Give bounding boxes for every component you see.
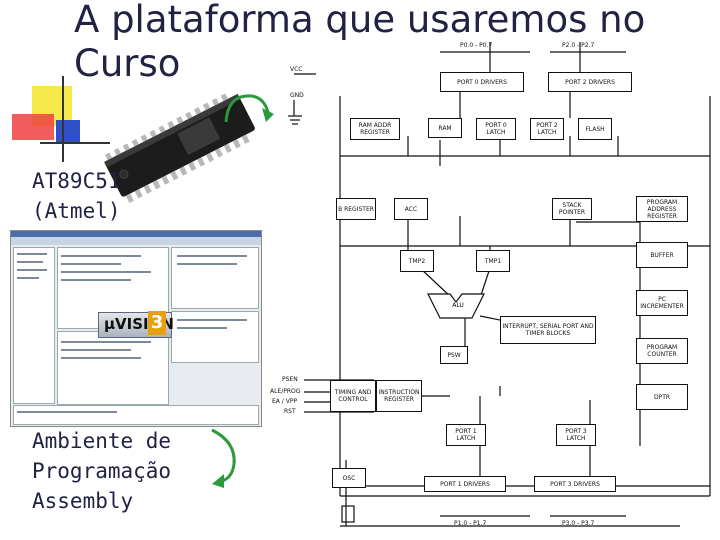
pin-rst-label: RST xyxy=(284,408,296,415)
tmp2-block: TMP2 xyxy=(400,250,434,272)
port1-drivers-block: PORT 1 DRIVERS xyxy=(424,476,506,492)
deco-vertical-line xyxy=(62,76,64,162)
port3-drivers-block: PORT 3 DRIVERS xyxy=(534,476,616,492)
port3-latch-block: PORT 3 LATCH xyxy=(556,424,596,446)
pin-p2-label: P2.0 - P2.7 xyxy=(562,42,595,49)
ram-addr-register-block: RAM ADDR REGISTER xyxy=(350,118,400,140)
pc-incrementer-block: PC INCREMENTER xyxy=(636,290,688,316)
osc-block: OSC xyxy=(332,468,366,488)
pin-gnd-label: GND xyxy=(290,92,304,99)
ide-label: Ambiente de Programação Assembly xyxy=(32,429,172,513)
chip-label: AT89C51 (Atmel) xyxy=(32,169,121,223)
b-register-block: B REGISTER xyxy=(336,198,376,220)
port2-drivers-block: PORT 2 DRIVERS xyxy=(548,72,632,92)
stack-pointer-block: STACK POINTER xyxy=(552,198,592,220)
pin-vcc-label: VCC xyxy=(290,66,303,73)
uvision-version-badge: 3 xyxy=(148,311,166,335)
pin-psen-label: PSEN xyxy=(282,376,298,383)
tmp1-block: TMP1 xyxy=(476,250,510,272)
ram-block: RAM xyxy=(428,118,462,138)
pin-ea-label: EA / VPP xyxy=(272,398,298,405)
pin-p0-label: P0.0 - P0.7 xyxy=(460,42,493,49)
interrupt-serial-timer-block: INTERRUPT, SERIAL PORT AND TIMER BLOCKS xyxy=(500,316,596,344)
pin-ale-label: ALE/PROG xyxy=(270,388,301,395)
psw-block: PSW xyxy=(440,346,468,364)
pin-p3-label: P3.0 - P3.7 xyxy=(562,520,595,527)
arrow-icon xyxy=(224,94,274,123)
deco-blue-square xyxy=(56,120,80,144)
program-counter-block: PROGRAM COUNTER xyxy=(636,338,688,364)
alu-shape xyxy=(427,293,485,319)
port0-latch-block: PORT 0 LATCH xyxy=(476,118,516,140)
chip-image xyxy=(104,93,255,203)
slide-title: A plataforma que usaremos no Curso xyxy=(74,0,646,85)
arrow-icon xyxy=(211,428,236,488)
dptr-block: DPTR xyxy=(636,384,688,410)
alu-label: ALU xyxy=(452,302,464,309)
block-diagram-wires xyxy=(288,42,711,527)
instruction-register-block: INSTRUCTION REGISTER xyxy=(376,380,422,412)
ide-screenshot xyxy=(10,230,262,427)
acc-block: ACC xyxy=(394,198,428,220)
program-address-register-block: PROGRAM ADDRESS REGISTER xyxy=(636,196,688,222)
port0-drivers-block: PORT 0 DRIVERS xyxy=(440,72,524,92)
pin-p1-label: P1.0 - P1.7 xyxy=(454,520,487,527)
flash-block: FLASH xyxy=(578,118,612,140)
deco-red-square xyxy=(12,114,54,140)
timing-control-block: TIMING AND CONTROL xyxy=(330,380,376,412)
port1-latch-block: PORT 1 LATCH xyxy=(446,424,486,446)
buffer-block: BUFFER xyxy=(636,242,688,268)
port2-latch-block: PORT 2 LATCH xyxy=(530,118,564,140)
deco-horizontal-line xyxy=(40,142,110,144)
